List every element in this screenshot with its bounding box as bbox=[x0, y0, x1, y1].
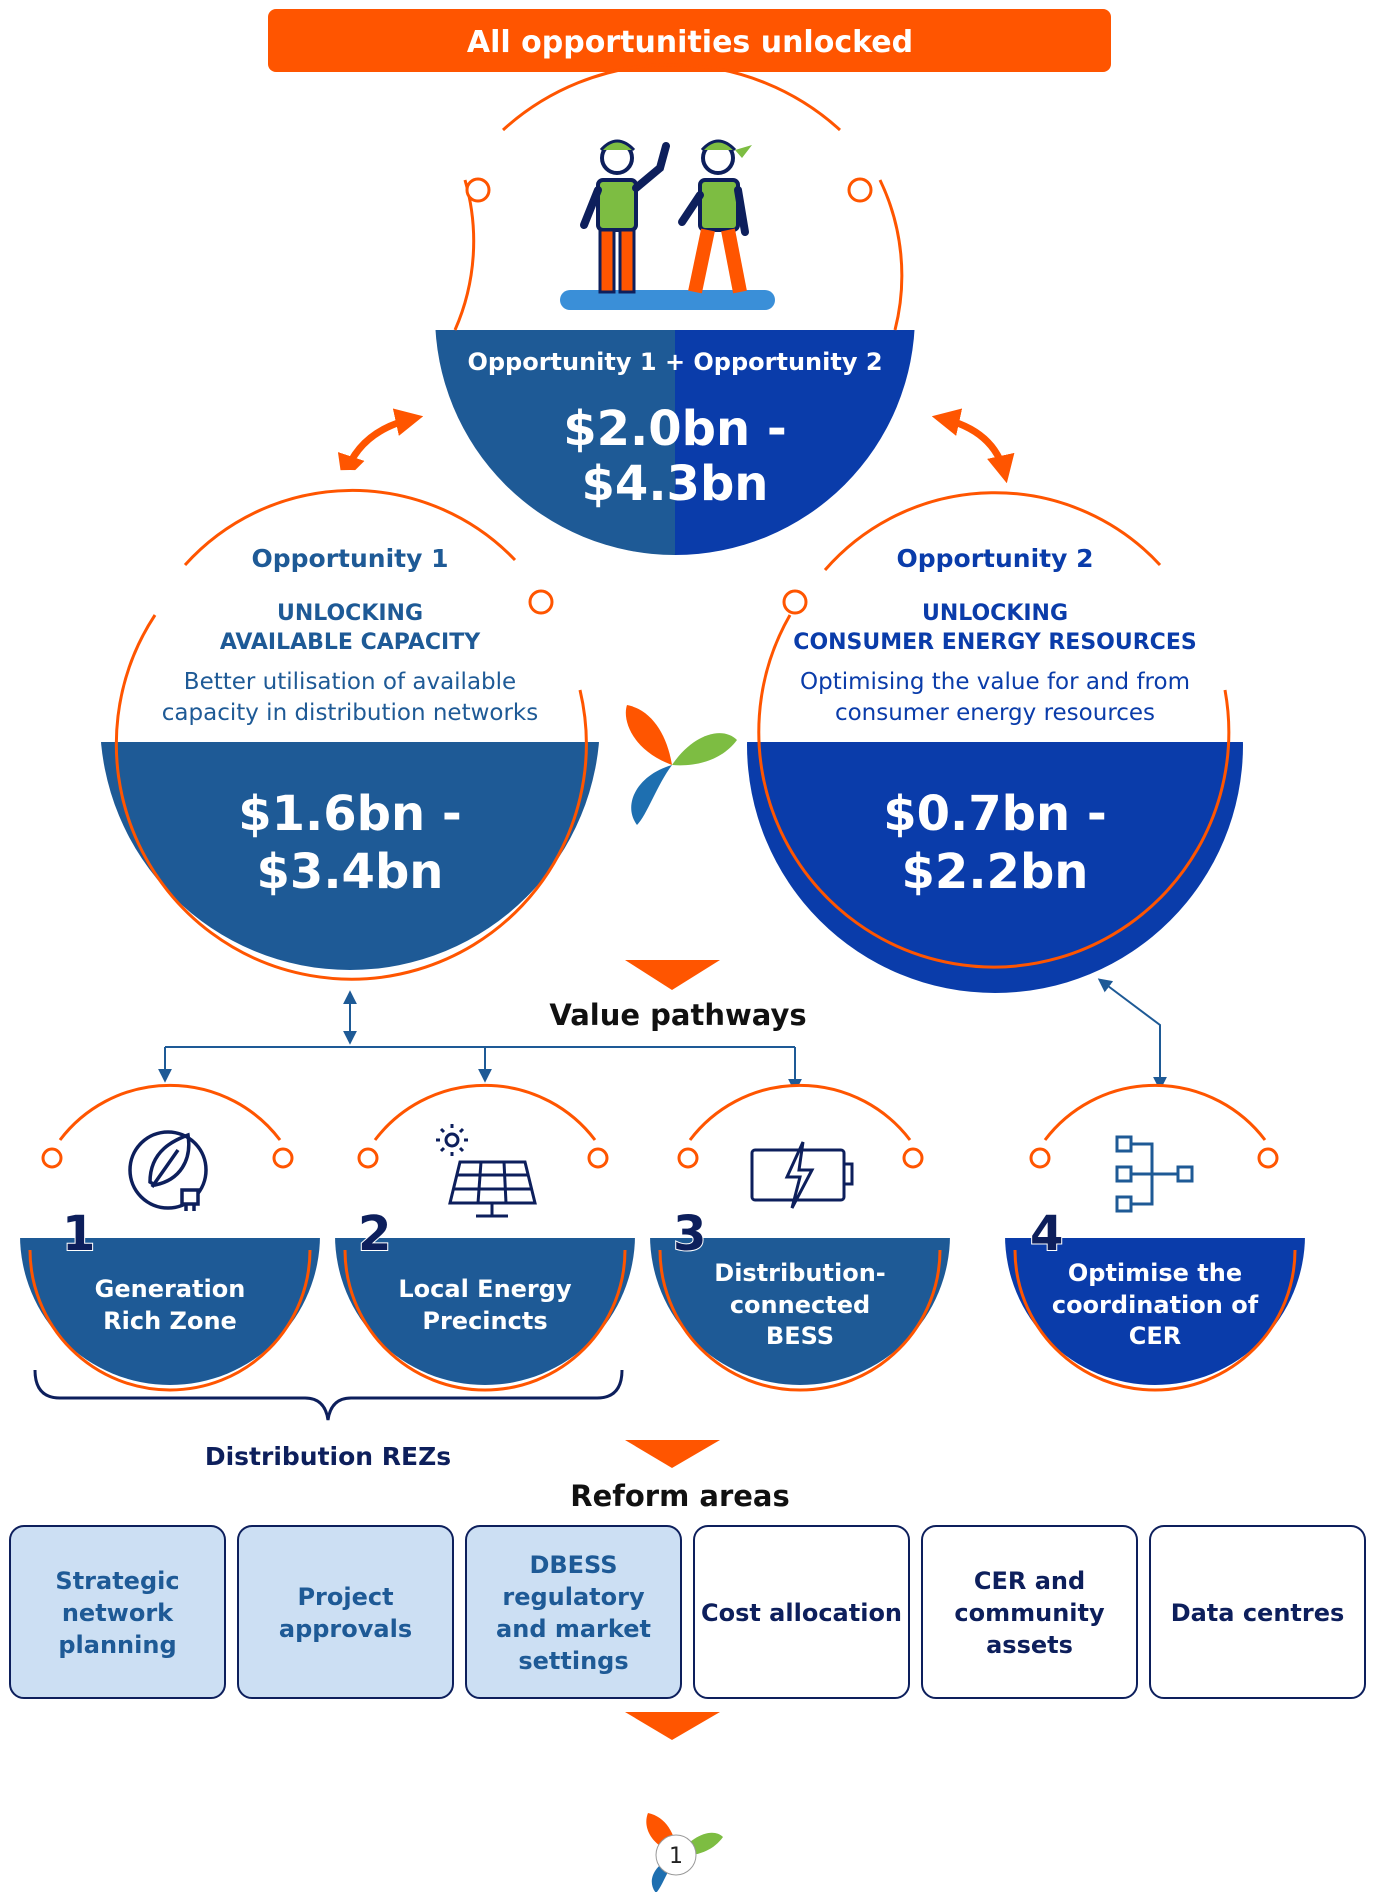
opportunity1-heading: Opportunity 1 bbox=[251, 544, 448, 573]
pathway-4-line2: coordination of bbox=[1052, 1291, 1259, 1319]
pathway-4-line1: Optimise the bbox=[1068, 1259, 1242, 1287]
combined-value-line2: $4.3bn bbox=[582, 456, 769, 512]
reform-box: Data centres bbox=[1149, 1525, 1366, 1699]
network-hierarchy-icon bbox=[1115, 1135, 1194, 1213]
pathway-1-number: 1 bbox=[62, 1206, 95, 1262]
reform-box-line: Strategic bbox=[55, 1567, 179, 1595]
reform-box-line: regulatory bbox=[502, 1583, 645, 1611]
pathway-4-line3: CER bbox=[1129, 1322, 1182, 1350]
banner: All opportunities unlocked bbox=[268, 9, 1111, 72]
reform-box-line: assets bbox=[986, 1631, 1073, 1659]
reform-box-background bbox=[9, 1525, 226, 1699]
battery-icon bbox=[750, 1141, 854, 1209]
bottom-chevron bbox=[625, 1712, 720, 1740]
opportunity2-value-line2: $2.2bn bbox=[902, 844, 1089, 900]
page-badge: 1 bbox=[646, 1813, 723, 1892]
page-number: 1 bbox=[669, 1844, 683, 1869]
reform-box-background bbox=[693, 1525, 910, 1699]
reform-box: Strategic network planning bbox=[9, 1525, 226, 1699]
left-double-arrow bbox=[337, 408, 424, 483]
pathway-3-line2: connected bbox=[730, 1291, 870, 1319]
pathway-4: 4 Optimise the coordination of CER bbox=[1005, 1083, 1305, 1392]
pathway-2-number: 2 bbox=[358, 1206, 391, 1262]
opportunity1-subtitle-line1: UNLOCKING bbox=[277, 601, 423, 626]
banner-title: All opportunities unlocked bbox=[467, 25, 913, 60]
opportunity2-desc-line2: consumer energy resources bbox=[835, 700, 1155, 726]
value-pathways-title: Value pathways bbox=[549, 998, 806, 1032]
opportunity1-desc-line2: capacity in distribution networks bbox=[162, 700, 538, 726]
pathway-2-line2: Precincts bbox=[422, 1307, 547, 1335]
reform-boxes: Strategic network planning Project approvals… bbox=[9, 1525, 1366, 1699]
opportunity2-subtitle-line2: CONSUMER ENERGY RESOURCES bbox=[793, 630, 1196, 655]
reform-box-line: approvals bbox=[279, 1615, 412, 1643]
pathway-1-line1: Generation bbox=[95, 1275, 246, 1303]
pathway-1: 1 Generation Rich Zone bbox=[20, 1083, 320, 1392]
reform-box-background bbox=[921, 1525, 1138, 1699]
reform-box-line: DBESS bbox=[529, 1551, 617, 1579]
reform-box-line: and market bbox=[496, 1615, 651, 1643]
banner-background bbox=[268, 9, 1111, 72]
reform-box-line: community bbox=[954, 1599, 1105, 1627]
opportunity1-desc-line1: Better utilisation of available bbox=[184, 669, 516, 695]
reform-box-line: Project bbox=[297, 1583, 393, 1611]
opportunity1-subtitle-line2: AVAILABLE CAPACITY bbox=[220, 630, 481, 655]
opportunity1-value-line2: $3.4bn bbox=[257, 844, 444, 900]
combined-value-line1: $2.0bn - bbox=[563, 401, 787, 457]
combined-opportunity-circle: Opportunity 1 + Opportunity 2 $2.0bn - $… bbox=[435, 63, 915, 555]
combined-label: Opportunity 1 + Opportunity 2 bbox=[467, 348, 882, 376]
reform-box: CER and community assets bbox=[921, 1525, 1138, 1699]
pathway-3-line1: Distribution- bbox=[714, 1259, 885, 1287]
pathway-4-number: 4 bbox=[1030, 1206, 1063, 1262]
pathway-1-line2: Rich Zone bbox=[103, 1307, 237, 1335]
opportunity2-value-line1: $0.7bn - bbox=[883, 786, 1107, 842]
reform-chevron bbox=[625, 1440, 720, 1468]
reform-box-background bbox=[465, 1525, 682, 1699]
distribution-rezs-brace bbox=[33, 1369, 624, 1421]
opportunity2-subtitle-line1: UNLOCKING bbox=[922, 601, 1068, 626]
pathway-3-number: 3 bbox=[673, 1206, 706, 1262]
right-double-arrow bbox=[931, 408, 1015, 484]
value-pathways-chevron bbox=[625, 960, 720, 990]
reform-box-line: planning bbox=[58, 1631, 176, 1659]
distribution-rezs-label: Distribution REZs bbox=[205, 1442, 451, 1471]
opportunity1-value-line1: $1.6bn - bbox=[238, 786, 462, 842]
pathway-3: 3 Distribution- connected BESS bbox=[650, 1083, 950, 1392]
people-icon bbox=[560, 139, 775, 310]
reform-box-background bbox=[237, 1525, 454, 1699]
pathway-2: 2 Local Energy Precincts bbox=[335, 1083, 635, 1392]
reform-box-line: Data centres bbox=[1171, 1599, 1345, 1627]
opportunity1-circle: Opportunity 1 UNLOCKING AVAILABLE CAPACI… bbox=[100, 470, 600, 981]
solar-panel-icon bbox=[436, 1124, 537, 1218]
pathway-connectors bbox=[158, 978, 1167, 1093]
reform-box-line: Cost allocation bbox=[701, 1599, 902, 1627]
reform-box-background bbox=[1149, 1525, 1366, 1699]
reform-box-line: settings bbox=[518, 1647, 628, 1675]
pathway-2-line1: Local Energy bbox=[398, 1275, 572, 1303]
petal-logo bbox=[625, 705, 737, 825]
leaf-plug-icon bbox=[128, 1130, 208, 1211]
pathway-3-line3: BESS bbox=[766, 1322, 834, 1350]
reform-box: Cost allocation bbox=[693, 1525, 910, 1699]
reform-title: Reform areas bbox=[570, 1479, 790, 1513]
reform-box-line: network bbox=[62, 1599, 174, 1627]
opportunity2-circle: Opportunity 2 UNLOCKING CONSUMER ENERGY … bbox=[747, 491, 1243, 993]
reform-box-line: CER and bbox=[974, 1567, 1085, 1595]
reform-box: DBESS regulatory and market settings bbox=[465, 1525, 682, 1699]
reform-box: Project approvals bbox=[237, 1525, 454, 1699]
opportunity2-desc-line1: Optimising the value for and from bbox=[800, 669, 1190, 695]
opportunity2-heading: Opportunity 2 bbox=[896, 544, 1093, 573]
